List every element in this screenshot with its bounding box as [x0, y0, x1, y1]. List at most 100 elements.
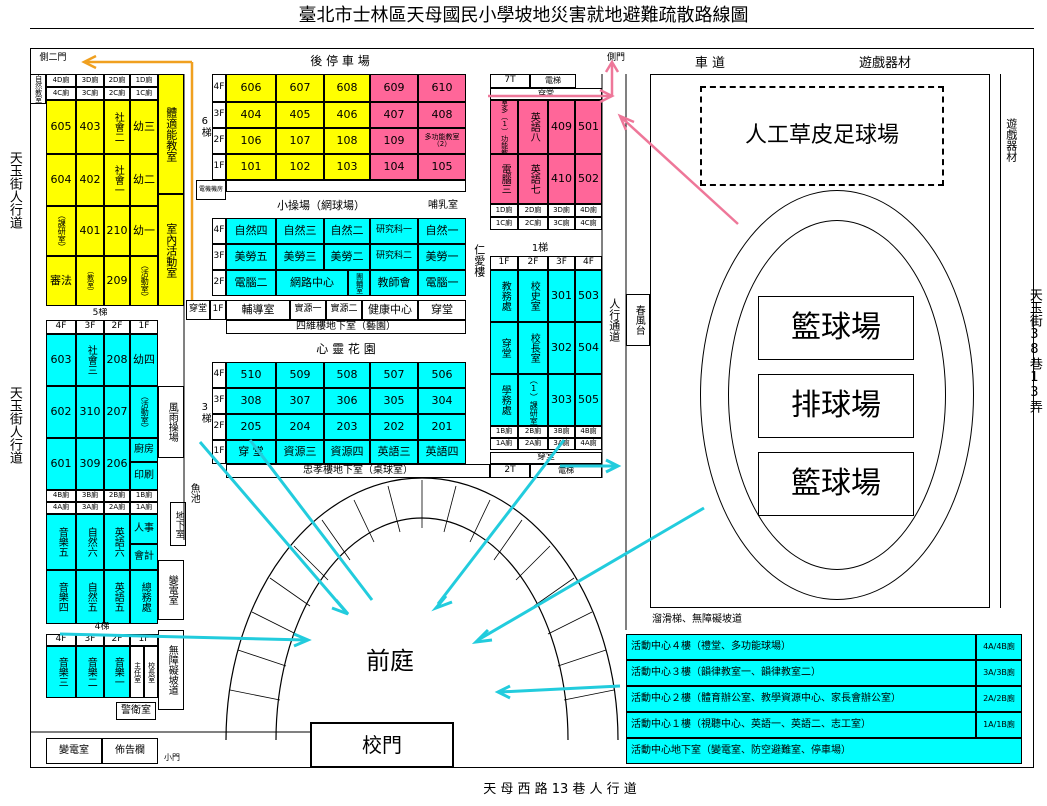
turf-field: 人工草皮足球場: [744, 123, 899, 149]
activity-1f: 活動中心１樓（視聽中心、英語一、英語二、志工室）: [626, 712, 976, 738]
room-nature-4: 自然四: [226, 218, 276, 244]
bm-hall-right: 穿堂: [418, 300, 466, 320]
toilet-2c-left: 2C廁: [104, 87, 130, 100]
room-402: 402: [76, 154, 104, 206]
director-office: 主任室: [130, 646, 144, 698]
toilet-3d: 3D廁: [548, 204, 575, 217]
ll-floor-3f: 3F: [76, 320, 104, 334]
resource-1: 實源一: [290, 300, 326, 320]
room-601: 601: [46, 438, 76, 490]
health-center: 健康中心: [362, 300, 418, 320]
room-art-3: 美勞三: [276, 244, 324, 270]
toilet-2d: 2D廁: [518, 204, 548, 217]
room-404: 404: [226, 102, 276, 128]
toilet-4a-left: 4A廁: [46, 502, 76, 514]
room-209: 209: [104, 256, 130, 306]
room-410: 410: [548, 154, 575, 204]
resource-3: 資源三: [276, 440, 324, 464]
basement-left: 地下室: [170, 502, 186, 546]
student-affairs: 學務處: [490, 374, 518, 426]
general-affairs: 總務處: [130, 570, 158, 624]
academic-office: 教務處: [490, 270, 518, 322]
play-equipment-side: 遊戲器材: [1004, 118, 1018, 162]
room-302: 302: [548, 322, 575, 374]
room-english-3: 英語三: [370, 440, 418, 464]
nursing-room: 哺乳室: [428, 199, 458, 211]
toilet-1a: 1A廁: [490, 438, 518, 450]
car-road-line: [650, 74, 990, 75]
basement-b4: 四維樓地下室（藝園）: [226, 320, 466, 334]
room-509: 509: [276, 362, 324, 388]
room-609: 609: [370, 74, 418, 102]
ll-floor-2f: 2F: [104, 320, 130, 334]
page-title: 臺北市士林區天母國民小學坡地災害就地避難疏散路線圖: [298, 4, 749, 26]
room-201: 201: [418, 414, 466, 440]
toilet-4c: 4C廁: [575, 217, 602, 230]
room-604: 604: [46, 154, 76, 206]
room-610: 610: [418, 74, 466, 102]
toilet-2d-left: 2D廁: [104, 74, 130, 87]
room-social-1: 社會一: [104, 154, 130, 206]
bm-floor-1f: 1F: [210, 300, 226, 320]
principal-office: 校長室: [518, 322, 548, 374]
kinder-2: 幼二: [130, 154, 158, 206]
kinder-3: 幼三: [130, 100, 158, 154]
room-510: 510: [226, 362, 276, 388]
toilet-2b-left: 2B廁: [104, 490, 130, 502]
evac-arrows-orange: [81, 54, 194, 300]
arc-inner: [275, 517, 569, 741]
stair-7t: 7T: [490, 74, 530, 88]
room-301: 301: [548, 270, 575, 322]
school-gate: 校門: [310, 722, 454, 768]
toilet-4c-left: 4C廁: [46, 87, 76, 100]
room-social-3: 社會三: [76, 334, 104, 386]
stair-5-label: 5梯: [92, 308, 108, 319]
stair-3-label: 3梯: [199, 401, 211, 423]
b1-hall: 穿堂: [490, 322, 518, 374]
heart-garden: 心 靈 花 園: [316, 341, 376, 356]
room-407: 407: [370, 102, 418, 128]
bm-floor-4f: 4F: [212, 218, 226, 244]
room-law: 審法: [46, 256, 76, 306]
arc-steps: [229, 480, 615, 701]
slide-ramp: 溜滑梯、無障礙坡道: [652, 613, 742, 625]
bulletin-board: 佈告欄: [102, 738, 158, 764]
room-research-2: 研究科二: [370, 244, 418, 270]
room-304: 304: [418, 388, 466, 414]
b1-floor-3f: 3F: [548, 256, 575, 270]
track-outer: [700, 190, 974, 600]
room-nature-1: 自然一: [418, 218, 466, 244]
evac-arrows-cyan: [59, 439, 705, 700]
room-art-2: 美勞二: [324, 244, 370, 270]
music-5: 音樂五: [46, 514, 76, 570]
research-room-2: （課研室）: [46, 206, 76, 256]
b6-floor-2f: 2F: [212, 128, 226, 154]
room-501: 501: [575, 100, 602, 154]
room-multi-2: 多功能教室（2）: [418, 128, 466, 154]
toilet-1d-left: 1D廁: [130, 74, 158, 87]
stair-1-label: 1梯: [531, 242, 549, 254]
bm-floor-2f: 2F: [212, 270, 226, 296]
english-6: 英語六: [104, 514, 130, 570]
resource-2: 實源二: [326, 300, 362, 320]
room-408: 408: [418, 102, 466, 128]
room-210: 210: [104, 206, 130, 256]
room-english-8: 英語八: [518, 100, 548, 154]
room-computer-3: 電腦三: [490, 154, 518, 204]
left-road-upper: 天玉街人行道: [6, 151, 22, 229]
activity-4f: 活動中心４樓（禮堂、多功能球場）: [626, 634, 976, 660]
toilet-1a-left: 1A廁: [130, 502, 158, 514]
fitness-room: 體適能教室: [158, 74, 184, 194]
room-505: 505: [575, 374, 602, 426]
accessible-ramp: 無障礙坡道: [158, 630, 184, 710]
school-history: 校史室: [518, 270, 548, 322]
basketball-court-2: 籃球場: [758, 452, 914, 516]
west-gate-2: 側二門: [39, 53, 67, 64]
room-305: 305: [370, 388, 418, 414]
stair-6-label: 6梯: [199, 115, 211, 137]
room-109: 109: [370, 128, 418, 154]
toilet-2b: 2B廁: [518, 426, 548, 438]
room-203: 203: [324, 414, 370, 440]
fish-pond: 魚池: [188, 483, 200, 503]
b3-hall: 穿 堂: [226, 440, 276, 464]
